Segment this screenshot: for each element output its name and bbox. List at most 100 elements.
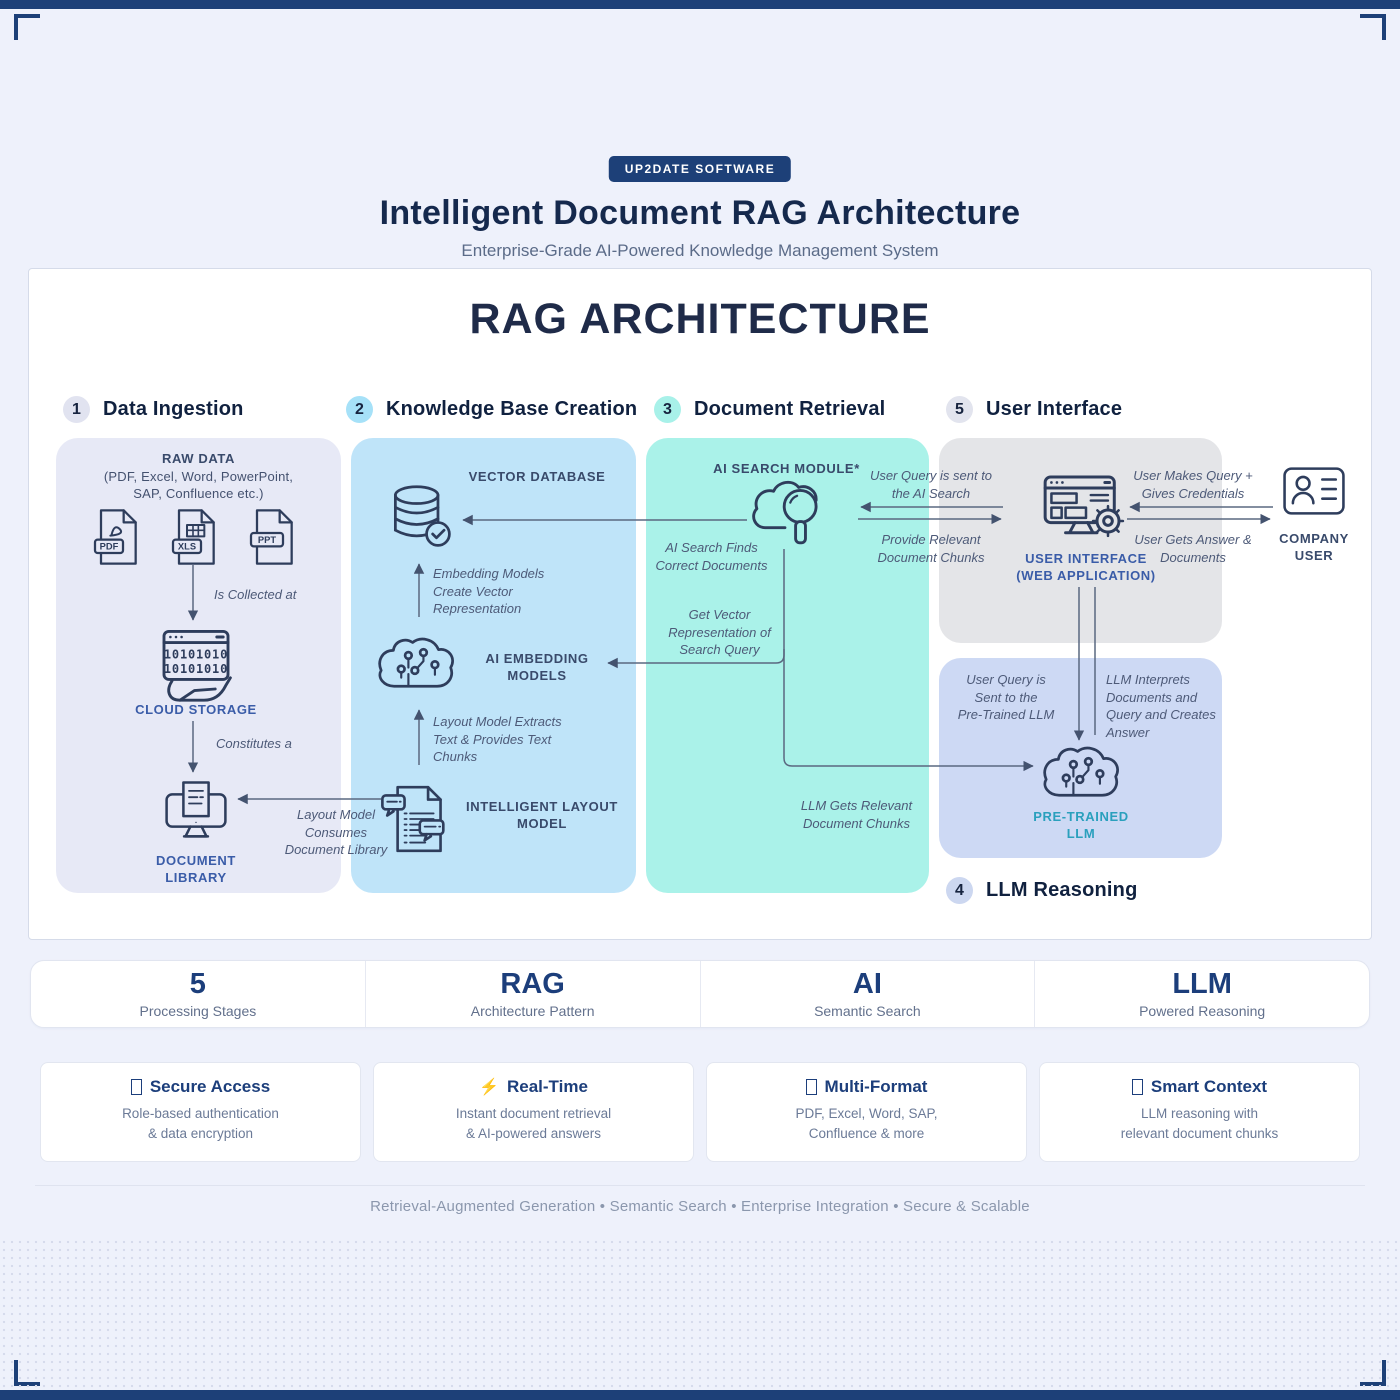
stat-processing-stages: 5 Processing Stages xyxy=(31,961,366,1027)
lightning-icon: ⚡ xyxy=(479,1079,499,1096)
stage-label-3: Document Retrieval xyxy=(694,398,886,420)
svg-text:PDF: PDF xyxy=(100,542,119,552)
constitutes-note: Constitutes a xyxy=(216,736,292,751)
vector-database-icon xyxy=(387,483,457,553)
stat-label: Powered Reasoning xyxy=(1139,1003,1266,1020)
feature-title: Secure Access xyxy=(41,1077,360,1097)
diagram-title: RAG ARCHITECTURE xyxy=(469,295,931,343)
feature-title-text: Multi-Format xyxy=(824,1077,928,1096)
stat-semantic-search: AI Semantic Search xyxy=(701,961,1036,1027)
stage-label-2: Knowledge Base Creation xyxy=(386,398,638,420)
ai-search-label: AI SEARCH MODULE* xyxy=(713,461,860,476)
document-library-icon xyxy=(161,779,231,849)
svg-text:XLS: XLS xyxy=(178,542,196,552)
company-user-icon xyxy=(1282,463,1346,519)
stage-header-document-retrieval: 3 Document Retrieval xyxy=(654,396,885,423)
feature-title-text: Smart Context xyxy=(1150,1077,1268,1096)
stat-value: RAG xyxy=(500,967,565,1000)
raw-data-title: RAW DATA xyxy=(162,451,235,466)
ai-search-icon xyxy=(747,477,829,551)
chunks-note: LLM Gets Relevant Document Chunks xyxy=(800,798,913,831)
feature-smart-context: Smart Context LLM reasoning with relevan… xyxy=(1039,1062,1360,1162)
pre-trained-llm-label: PRE-TRAINED LLM xyxy=(1033,809,1129,841)
stat-label: Processing Stages xyxy=(139,1003,257,1020)
corner-bracket-top-right xyxy=(1360,14,1386,40)
finds-note: AI Search Finds Correct Documents xyxy=(655,540,768,573)
document-library-label: DOCUMENT LIBRARY xyxy=(156,853,236,885)
stat-label: Architecture Pattern xyxy=(470,1003,595,1020)
feature-desc: Instant document retrieval & AI-powered … xyxy=(455,1106,612,1141)
provide-chunks-note: Provide Relevant Document Chunks xyxy=(877,532,985,565)
svg-text:PPT: PPT xyxy=(258,535,276,545)
cloud-storage-icon: 10101010 10101010 xyxy=(156,626,236,704)
lock-icon xyxy=(130,1079,142,1095)
user-interface-icon xyxy=(1042,472,1130,548)
stat-value: AI xyxy=(852,967,882,1000)
top-accent-bar xyxy=(0,0,1400,9)
svg-text:10101010: 10101010 xyxy=(164,662,228,676)
stage-header-data-ingestion: 1 Data Ingestion xyxy=(63,396,244,423)
stage-number-5: 5 xyxy=(946,396,973,423)
stage-number-3: 3 xyxy=(654,396,681,423)
stage-header-llm-reasoning: 4 LLM Reasoning xyxy=(946,877,1138,904)
company-user-label: COMPANY USER xyxy=(1279,531,1349,563)
dotted-texture xyxy=(0,1238,1400,1390)
intelligent-layout-icon xyxy=(381,782,453,856)
panel-user-interface xyxy=(939,438,1222,643)
brain-icon xyxy=(1131,1079,1143,1095)
layout-consumes-note: Layout Model Consumes Document Library xyxy=(284,807,388,858)
stat-powered-reasoning: LLM Powered Reasoning xyxy=(1035,961,1369,1027)
vector-note: Get Vector Representation of Search Quer… xyxy=(668,607,771,658)
stat-architecture-pattern: RAG Architecture Pattern xyxy=(366,961,701,1027)
svg-text:10101010: 10101010 xyxy=(164,648,228,662)
feature-title: Multi-Format xyxy=(707,1077,1026,1097)
vector-database-label: VECTOR DATABASE xyxy=(468,469,606,484)
feature-real-time: ⚡ Real-Time Instant document retrieval &… xyxy=(373,1062,694,1162)
file-pdf-icon: PDF xyxy=(93,507,141,567)
corner-bracket-top-left xyxy=(14,14,40,40)
stat-label: Semantic Search xyxy=(814,1003,921,1020)
stage-number-2: 2 xyxy=(346,396,373,423)
user-interface-label: USER INTERFACE (WEB APPLICATION) xyxy=(1016,551,1156,583)
raw-data-subtitle: (PDF, Excel, Word, PowerPoint, SAP, Conf… xyxy=(103,469,294,501)
ai-embedding-icon xyxy=(374,632,460,696)
feature-title: ⚡ Real-Time xyxy=(374,1077,693,1097)
stage-header-user-interface: 5 User Interface xyxy=(946,396,1122,423)
stat-value: 5 xyxy=(189,967,206,1000)
bottom-accent-bar xyxy=(0,1390,1400,1400)
ai-embedding-label: AI EMBEDDING MODELS xyxy=(485,651,589,683)
feature-title: Smart Context xyxy=(1040,1077,1359,1097)
pre-trained-llm-icon xyxy=(1039,741,1125,805)
feature-title-text: Real-Time xyxy=(506,1077,588,1096)
file-ppt-icon: PPT xyxy=(249,507,297,567)
user-gets-note: User Gets Answer & Documents xyxy=(1134,532,1252,565)
feature-desc: LLM reasoning with relevant document chu… xyxy=(1120,1106,1279,1141)
stage-label-5: User Interface xyxy=(986,398,1123,420)
llm-interprets-note: LLM Interprets Documents and Query and C… xyxy=(1106,672,1216,740)
document-icon xyxy=(805,1079,817,1095)
layout-note: Layout Model Extracts Text & Provides Te… xyxy=(433,714,562,765)
intelligent-layout-label: INTELLIGENT LAYOUT MODEL xyxy=(466,799,618,831)
feature-title-text: Secure Access xyxy=(149,1077,271,1096)
feature-cards: Secure Access Role-based authentication … xyxy=(40,1062,1360,1162)
footer-tagline: Retrieval-Augmented Generation • Semanti… xyxy=(370,1198,1030,1215)
stats-bar: 5 Processing Stages RAG Architecture Pat… xyxy=(30,960,1370,1028)
query-to-llm-note: User Query is Sent to the Pre-Trained LL… xyxy=(957,672,1055,723)
cloud-storage-label: CLOUD STORAGE xyxy=(135,702,257,717)
stage-number-1: 1 xyxy=(63,396,90,423)
collected-note: Is Collected at xyxy=(214,587,297,602)
page-subtitle: Enterprise-Grade AI-Powered Knowledge Ma… xyxy=(461,241,939,260)
feature-multi-format: Multi-Format PDF, Excel, Word, SAP, Conf… xyxy=(706,1062,1027,1162)
query-sent-note: User Query is sent to the AI Search xyxy=(869,468,993,501)
embedding-note: Embedding Models Create Vector Represent… xyxy=(433,566,545,617)
file-xls-icon: XLS xyxy=(171,507,219,567)
feature-desc: PDF, Excel, Word, SAP, Confluence & more xyxy=(795,1106,938,1141)
stage-label-1: Data Ingestion xyxy=(103,398,244,420)
stat-value: LLM xyxy=(1172,967,1232,1000)
feature-desc: Role-based authentication & data encrypt… xyxy=(122,1106,279,1141)
diagram-card: RAG ARCHITECTURE 1 Data Ingestion 2 Know… xyxy=(28,268,1372,940)
footer-divider xyxy=(35,1185,1365,1186)
brand-badge: UP2DATE SOFTWARE xyxy=(608,156,792,182)
stage-header-knowledge-base: 2 Knowledge Base Creation xyxy=(346,396,637,423)
